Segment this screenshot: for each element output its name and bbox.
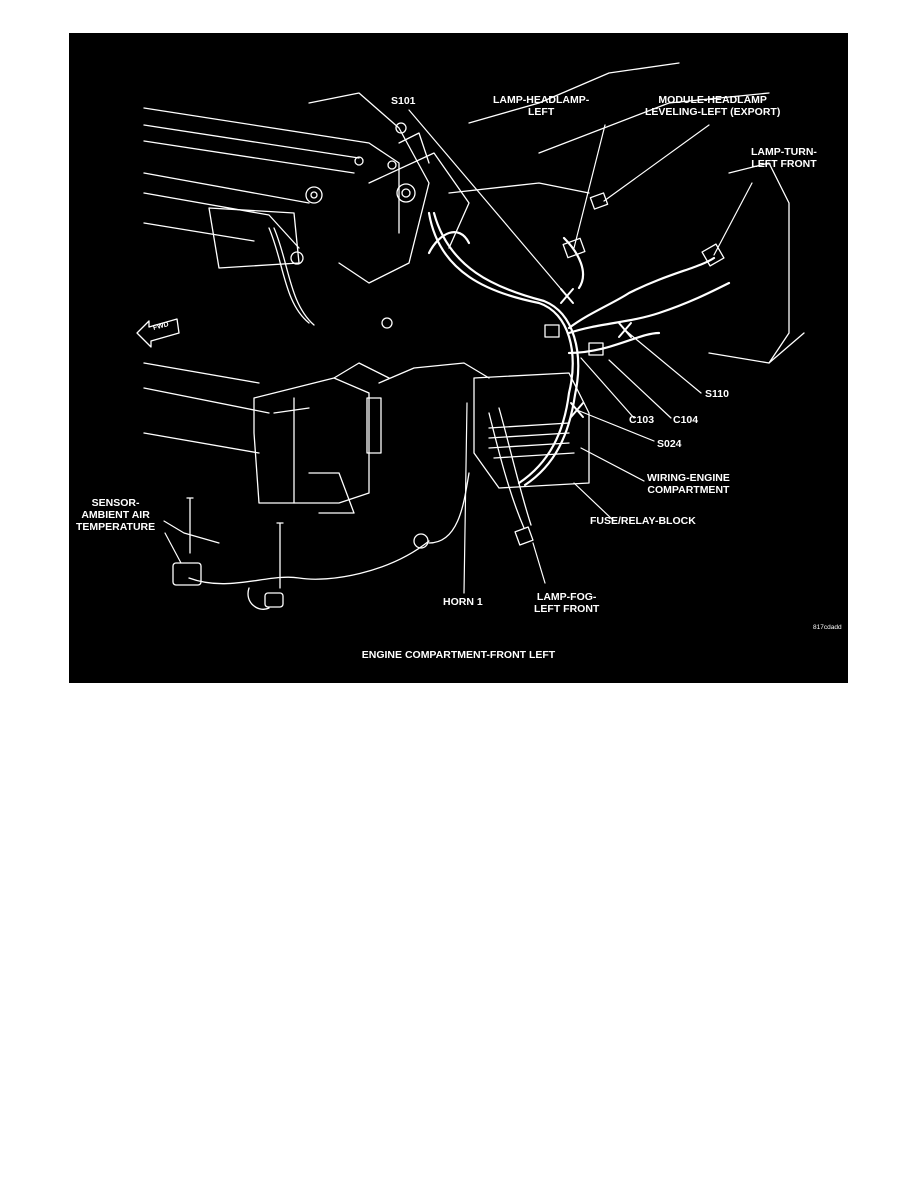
figure-code: 817cdadd	[813, 624, 842, 631]
wiring-harness-thin	[188, 227, 532, 610]
engine-compartment-drawing	[136, 62, 805, 610]
connector-shapes	[172, 192, 725, 608]
radiator-support-outline	[143, 62, 805, 454]
label-fuse-relay-block: FUSE/RELAY-BLOCK	[590, 515, 696, 527]
label-s101: S101	[391, 95, 416, 107]
label-sensor-ambient-air-temperature: SENSOR- AMBIENT AIR TEMPERATURE	[76, 497, 156, 533]
label-lamp-headlamp-left: LAMP-HEADLAMP- LEFT	[493, 94, 590, 118]
label-s110: S110	[705, 388, 729, 400]
label-lamp-turn-left-front: LAMP-TURN- LEFT FRONT	[751, 146, 817, 170]
fuse-relay-block-shape	[473, 372, 590, 489]
label-c104: C104	[673, 414, 699, 426]
fwd-arrow-icon	[136, 318, 180, 348]
wiring-diagram-figure: S101 LAMP-HEADLAMP- LEFT MODULE-HEADLAMP…	[69, 33, 848, 683]
sensor-mount-bolts	[186, 497, 284, 589]
label-module-headlamp-leveling: MODULE-HEADLAMP LEVELING-LEFT (EXPORT)	[645, 94, 781, 118]
label-wiring-engine-compartment: WIRING-ENGINE COMPARTMENT	[647, 472, 730, 496]
label-horn-1: HORN 1	[443, 596, 483, 608]
figure-caption: ENGINE COMPARTMENT-FRONT LEFT	[361, 649, 556, 661]
bolt-details	[290, 122, 416, 329]
battery-and-module-box	[253, 362, 490, 514]
label-lamp-fog-left-front: LAMP-FOG- LEFT FRONT	[534, 591, 600, 615]
wiring-harness-main	[427, 211, 731, 487]
label-c103: C103	[629, 414, 655, 426]
label-s024: S024	[657, 438, 682, 450]
leader-lines	[163, 109, 753, 594]
